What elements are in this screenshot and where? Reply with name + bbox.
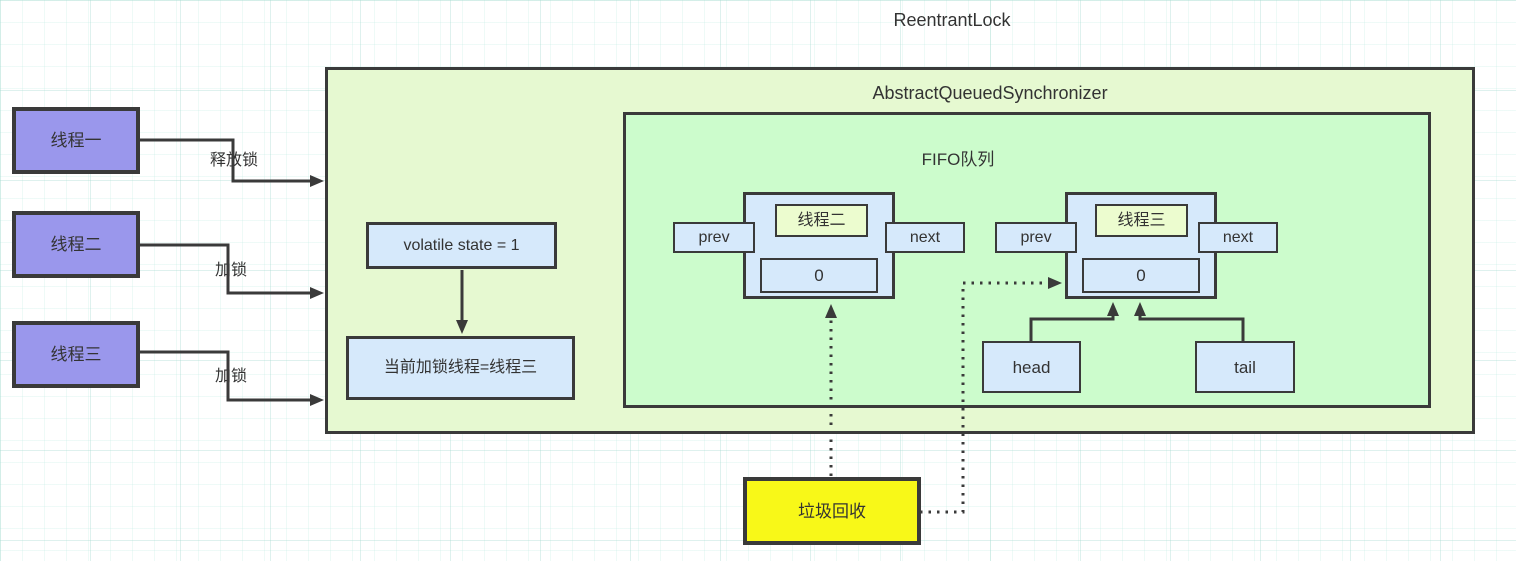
queue-node-2-waitstatus: 0	[1082, 258, 1200, 293]
queue-node-1-prev: prev	[673, 222, 755, 253]
tail-pointer-box: tail	[1195, 341, 1295, 393]
queue-node-2-next: next	[1198, 222, 1278, 253]
thread-2-box: 线程二	[12, 211, 140, 278]
diagram-title: ReentrantLock	[893, 10, 1011, 30]
queue-node-1-thread: 线程二	[775, 204, 868, 237]
queue-node-2-thread: 线程三	[1095, 204, 1188, 237]
volatile-state-box: volatile state = 1	[366, 222, 557, 269]
queue-node-1-waitstatus: 0	[760, 258, 878, 293]
thread-1-box: 线程一	[12, 107, 140, 174]
thread-3-box: 线程三	[12, 321, 140, 388]
aqs-title: AbstractQueuedSynchronizer	[872, 83, 1108, 103]
fifo-title: FIFO队列	[921, 150, 995, 169]
queue-node-2-prev: prev	[995, 222, 1077, 253]
lock-label-thread3: 加锁	[214, 368, 247, 385]
queue-node-1-next: next	[885, 222, 965, 253]
lock-label-thread2: 加锁	[214, 262, 247, 279]
current-lock-owner-box: 当前加锁线程=线程三	[346, 336, 575, 400]
release-lock-label: 释放锁	[209, 152, 258, 169]
garbage-collection-box: 垃圾回收	[743, 477, 921, 545]
head-pointer-box: head	[982, 341, 1081, 393]
